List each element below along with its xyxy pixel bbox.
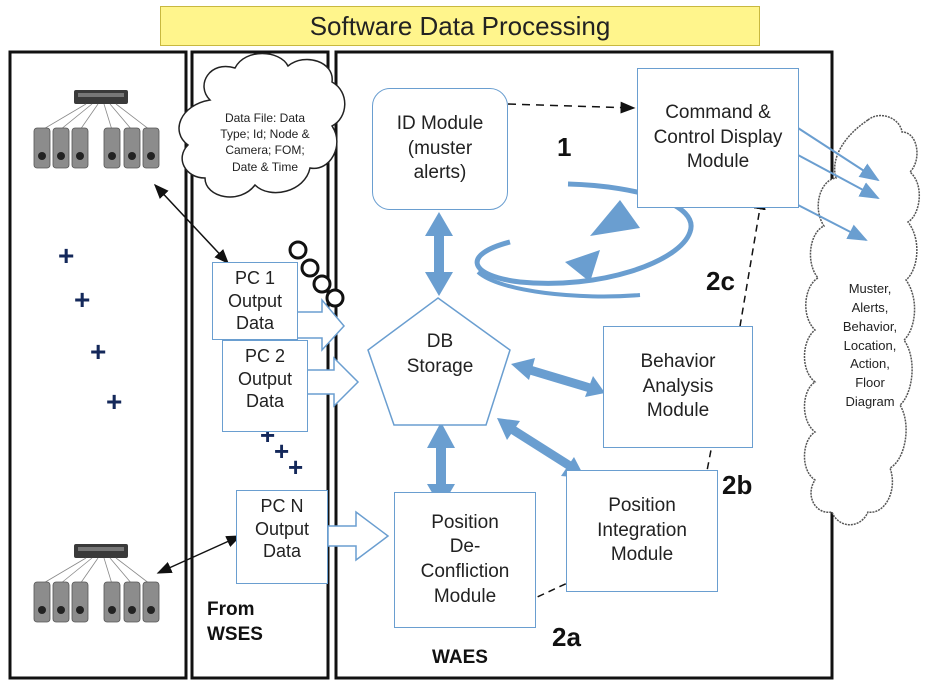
continuation-plus: + [74, 284, 91, 315]
pcn-output-box: PC N Output Data [236, 490, 328, 584]
sensor-link-arrow [156, 535, 242, 574]
output-cloud-text: Muster, Alerts, Behavior, Location, Acti… [842, 281, 898, 410]
from-wses-label: From WSES [207, 599, 263, 645]
pc1-output-box: PC 1 Output Data [212, 262, 298, 340]
position-integration-module: Position Integration Module [566, 470, 718, 592]
pcn-output-arrow [327, 510, 390, 562]
db-storage-label: DB Storage [406, 331, 474, 377]
thought-bubble [288, 240, 308, 260]
step-2b-label: 2b [722, 470, 753, 500]
step-2c-label: 2c [706, 266, 735, 296]
wses-panel [190, 50, 330, 680]
behavior-analysis-module: Behavior Analysis Module [603, 326, 753, 448]
pc2-output-arrow [305, 356, 360, 408]
id-to-command-arrow [507, 101, 636, 114]
sensor-link-arrow [153, 183, 230, 265]
id-db-double-arrow [425, 212, 453, 296]
left-sensor-panel [8, 50, 188, 680]
continuation-plus: + [106, 386, 123, 417]
thought-bubble [300, 258, 320, 278]
output-arrow [797, 127, 880, 182]
step-2c-arrow [735, 194, 766, 351]
data-file-cloud-text: Data File: Data Type; Id; Node & Camera;… [220, 111, 310, 174]
sensor-cluster-bottom [33, 544, 160, 623]
continuation-plus: + [58, 240, 75, 271]
command-control-display-module: Command & Control Display Module [637, 68, 799, 208]
db-position-double-arrow [497, 418, 585, 478]
position-deconfliction-module: Position De- Confliction Module [394, 492, 536, 628]
id-module: ID Module (muster alerts) [372, 88, 508, 210]
waes-label: WAES [432, 647, 488, 668]
pc1-output-arrow [295, 297, 345, 352]
thought-bubble [312, 274, 332, 294]
thought-bubble [325, 288, 345, 308]
step-1-label: 1 [557, 132, 572, 162]
sensor-cluster-top [33, 90, 160, 169]
diagram-title: Software Data Processing [160, 6, 760, 46]
output-cloud [803, 114, 921, 526]
output-arrow [797, 204, 868, 241]
data-file-cloud [178, 52, 346, 198]
continuation-plus: + [90, 336, 107, 367]
step-2a-label: 2a [552, 622, 581, 652]
continuation-plus: + [274, 436, 290, 466]
output-arrow [797, 154, 880, 199]
pc2-output-box: PC 2 Output Data [222, 340, 308, 432]
db-storage-pentagon [367, 297, 511, 426]
db-behavior-double-arrow [511, 358, 605, 397]
continuation-plus: + [288, 452, 304, 482]
